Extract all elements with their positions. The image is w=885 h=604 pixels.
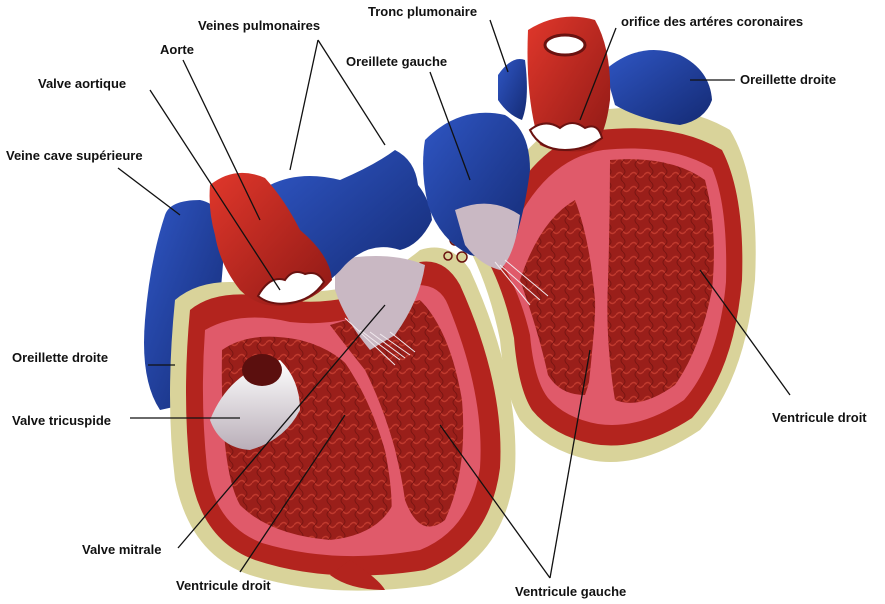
label-veine-cave-superieure: Veine cave supérieure [6, 148, 143, 163]
label-valve-mitrale: Valve mitrale [82, 542, 162, 557]
aortic-opening [545, 35, 585, 55]
label-oreillette-droite-left: Oreillette droite [12, 350, 108, 365]
tricuspid-orifice [242, 354, 282, 386]
label-oreillette-gauche: Oreillete gauche [346, 54, 447, 69]
label-ventricule-droit-right: Ventricule droit [772, 410, 867, 425]
label-aorte: Aorte [160, 42, 194, 57]
tronc-pulmonaire-shape [498, 59, 527, 120]
label-valve-tricuspide: Valve tricuspide [12, 413, 111, 428]
label-ventricule-gauche: Ventricule gauche [515, 584, 626, 599]
label-valve-aortique: Valve aortique [38, 76, 126, 91]
label-orifice-arteres-coronaires: orifice des artéres coronaires [621, 14, 803, 29]
label-ventricule-droit-bottom: Ventricule droit [176, 578, 271, 593]
label-veines-pulmonaires: Veines pulmonaires [198, 18, 320, 33]
label-oreillette-droite-top: Oreillette droite [740, 72, 836, 87]
label-tronc-pulmonaire: Tronc plumonaire [368, 4, 477, 19]
